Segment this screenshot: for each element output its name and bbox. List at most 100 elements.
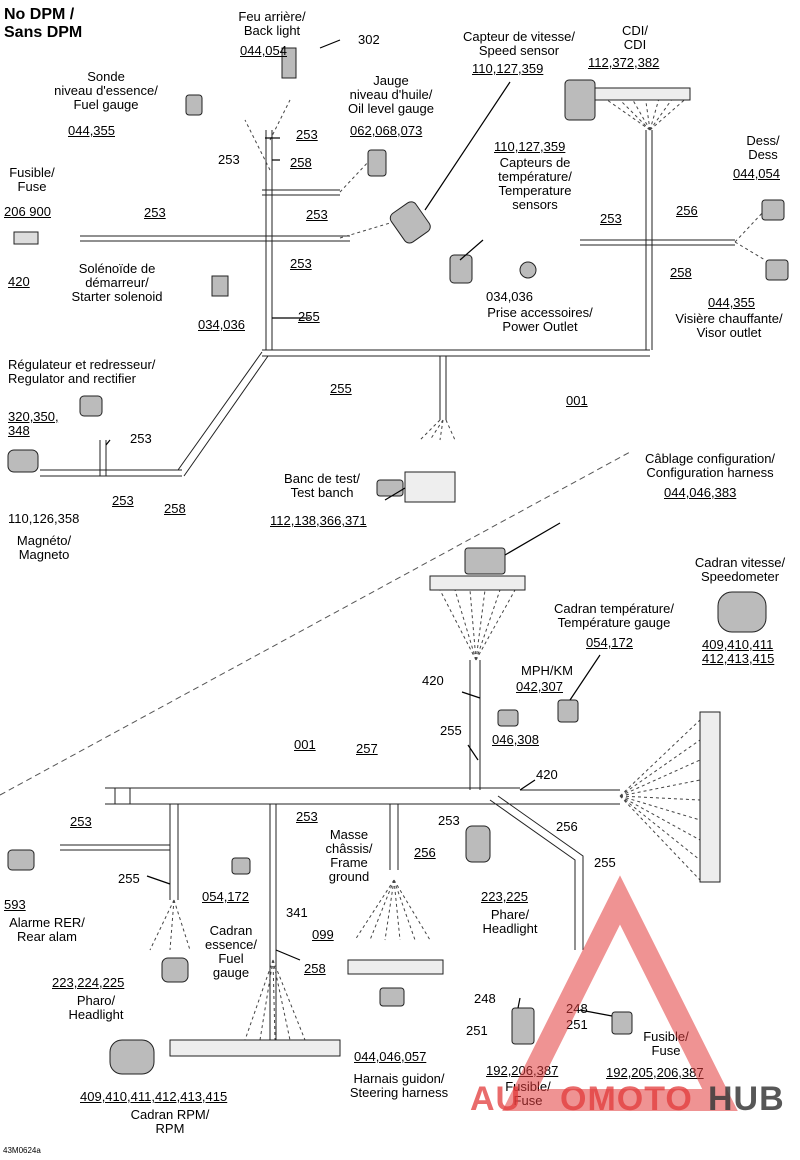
fuse-top-ref: 206 900 — [4, 204, 51, 219]
wire-ref: 253 — [112, 493, 134, 508]
wire-ref: 255 — [594, 855, 616, 870]
regulator-label: Régulateur et redresseur/Regulator and r… — [8, 357, 156, 386]
starter-solenoid-icon — [211, 275, 229, 297]
fuse-holder-right-icon — [611, 1011, 633, 1035]
mph-km-ref: 042,307 — [516, 679, 563, 694]
test-bench-connector-box — [404, 471, 456, 503]
config-plug-icon — [464, 547, 506, 575]
test-bench-label: Banc de test/Test banch — [284, 471, 360, 500]
wire-ref: 256 — [414, 845, 436, 860]
speed-sensor-ref: 110,127,359 — [472, 61, 544, 76]
wire-ref: 256 — [676, 203, 698, 218]
steering-plug-icon — [379, 987, 405, 1007]
headlight-right-icon — [465, 825, 491, 863]
ref-251-a: 251 — [466, 1023, 488, 1038]
top-harness-main-bundle — [40, 130, 735, 477]
temp-sensor-icon — [449, 254, 473, 284]
wire-ref: 255 — [118, 871, 140, 886]
gauge-connector-ref: 054,172 — [202, 889, 249, 904]
outlet-icon — [519, 261, 537, 279]
wire-ref: 253 — [290, 256, 312, 271]
watermark-text-right: HUB — [708, 1080, 785, 1118]
wire-ref: 420 — [422, 673, 444, 688]
wire-ref: 253 — [218, 152, 240, 167]
watermark-text-left: AU — [470, 1080, 522, 1118]
wire-ref: 253 — [296, 127, 318, 142]
fuse-right-label: Fusible/Fuse — [643, 1029, 689, 1058]
fuel-gauge-sensor-ref: 044,355 — [68, 123, 115, 138]
wire-ref: 255 — [330, 381, 352, 396]
wire-ref: 256 — [556, 819, 578, 834]
outlet-ref: 034,036 — [486, 289, 533, 304]
title-line-1: No DPM / — [4, 6, 75, 23]
back-light-icon — [281, 47, 297, 79]
mph-km-label: MPH/KM — [521, 663, 573, 678]
wire-ref: 001 — [566, 393, 588, 408]
wire-ref: 258 — [290, 155, 312, 170]
fuse-holder-mid-icon — [511, 1007, 535, 1045]
rpm-label: Cadran RPM/RPM — [130, 1107, 210, 1136]
ref-099: 099 — [312, 927, 334, 942]
visor-icon — [765, 259, 789, 281]
fuse-right-ref: 192,205,206,387 — [606, 1065, 704, 1080]
regulator-ref: 320,350,348 — [8, 409, 59, 438]
wire-ref: 258 — [670, 265, 692, 280]
wire-ref: 253 — [144, 205, 166, 220]
headlight-left-icon — [161, 957, 189, 983]
steering-label: Harnais guidon/Steering harness — [349, 1071, 449, 1100]
steering-connector-strip — [347, 959, 444, 975]
ref-341: 341 — [286, 905, 308, 920]
speedometer-connector-strip — [699, 711, 721, 883]
watermark-text-mid: OMOTO — [560, 1080, 693, 1118]
rear-alarm-label: Alarme RER/Rear alam — [9, 915, 85, 944]
wire-ref: 255 — [298, 309, 320, 324]
wire-ref: 253 — [70, 814, 92, 829]
fuel-sensor-icon — [185, 94, 203, 116]
mph-km-icon — [497, 709, 519, 727]
wire-ref: 253 — [600, 211, 622, 226]
starter-solenoid-ref: 034,036 — [198, 317, 245, 332]
back-light-label: Feu arrière/Back light — [238, 9, 306, 38]
wire-ref: 253 — [306, 207, 328, 222]
ref-046-308: 046,308 — [492, 732, 539, 747]
cdi-ref: 112,372,382 — [588, 55, 660, 70]
oil-gauge-ref: 062,068,073 — [350, 123, 423, 138]
cdi-module-icon — [564, 79, 596, 121]
ref-302: 302 — [358, 32, 380, 47]
regulator-icon — [79, 395, 103, 417]
fuse-top-label: Fusible/Fuse — [9, 165, 55, 194]
config-connector-box — [429, 575, 526, 591]
temp-sensors-ref: 110,127,359 — [494, 139, 566, 154]
wire-ref: 253 — [438, 813, 460, 828]
dess-label: Dess/Dess — [746, 133, 780, 162]
ref-420-top: 420 — [8, 274, 30, 289]
ref-251-b: 251 — [566, 1017, 588, 1032]
steering-ref: 044,046,057 — [354, 1049, 427, 1064]
temp-gauge-plug-icon — [557, 699, 579, 723]
wire-ref: 253 — [296, 809, 318, 824]
headlight-left-ref: 223,224,225 — [52, 975, 125, 990]
headlight-right-ref: 223,225 — [481, 889, 528, 904]
speed-sensor-label: Capteur de vitesse/Speed sensor — [462, 29, 575, 58]
back-light-ref: 044,054 — [240, 43, 287, 58]
rear-alarm-ref: 593 — [4, 897, 26, 912]
diagram-title: No DPM / Sans DPM — [4, 6, 82, 42]
gauge-plug-icon — [231, 857, 251, 875]
visor-ref: 044,355 — [708, 295, 755, 310]
ref-248-b: 248 — [566, 1001, 588, 1016]
wire-ref: 255 — [440, 723, 462, 738]
temp-gauge-label: Cadran température/Température gauge — [554, 601, 674, 630]
fuse-block-top — [13, 231, 39, 245]
title-line-2: Sans DPM — [4, 24, 83, 41]
rpm-gauge-icon — [109, 1039, 155, 1075]
headlight-right-label: Phare/Headlight — [482, 907, 538, 936]
headlight-left-label: Pharo/Headlight — [68, 993, 124, 1022]
wire-ref: 258 — [164, 501, 186, 516]
drawing-code: 43M0624a — [3, 1146, 41, 1155]
config-harness-label: Câblage configuration/Configuration harn… — [644, 451, 776, 480]
dess-icon — [761, 199, 785, 221]
